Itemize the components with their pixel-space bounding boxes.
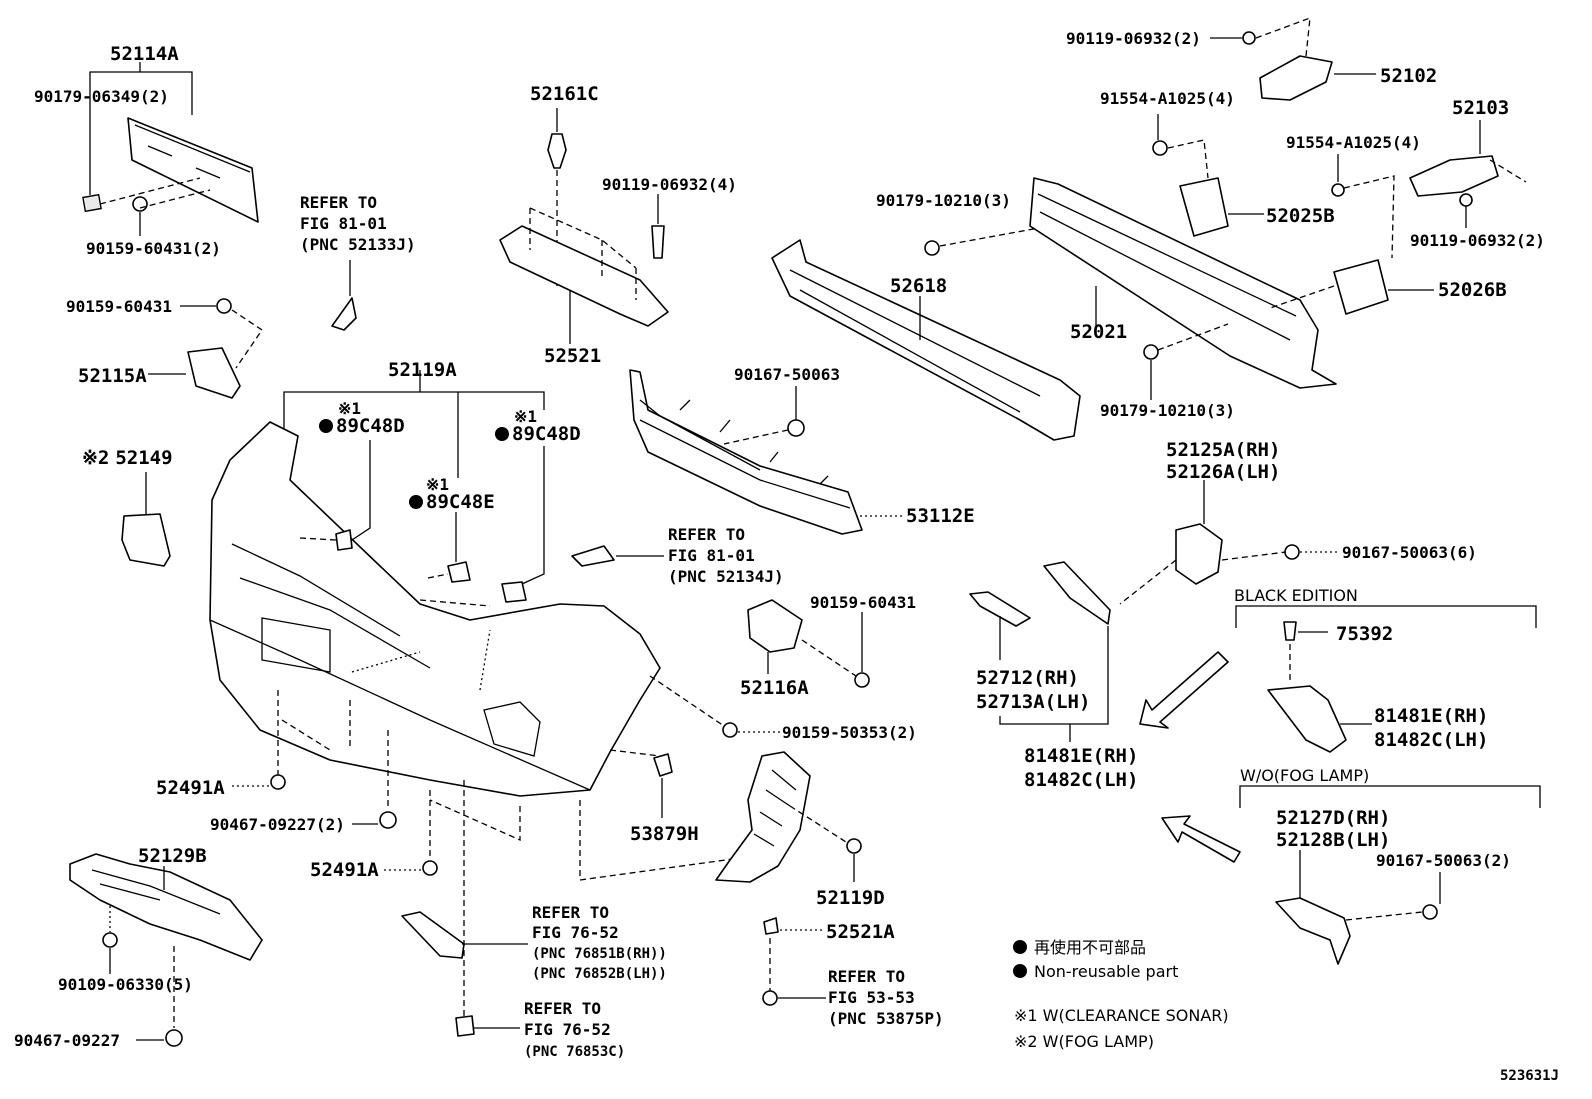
stay-52025b-drawing [1179,177,1229,237]
grille-53112e-drawing [629,369,863,535]
label-52128b: 52128B(LH) [1276,829,1390,851]
legend-bullet-en [1013,964,1027,978]
label-90119-06932-2a: 90119-06932(2) [1066,29,1201,48]
label-90109-06330: 90109-06330(5) [58,975,193,994]
label-52126a: 52126A(LH) [1166,461,1280,483]
label-90159-60431-2: 90159-60431(2) [86,239,221,258]
label-90159-50353: 90159-50353(2) [782,723,917,742]
license-bracket-drawing [82,117,259,223]
label-52491a-b: 52491A [310,859,379,881]
label-52116a: 52116A [740,677,809,699]
label-52021: 52021 [1070,321,1127,343]
label-52521a: 52521A [826,921,895,943]
label-89c48e: 89C48E [426,491,495,513]
group-wo-fog-lamp: W/O(FOG LAMP) [1240,766,1369,785]
label-90179-10210-a: 90179-10210(3) [876,191,1011,210]
label-52102: 52102 [1380,65,1437,87]
label-81481e-b: 81481E(RH) [1374,705,1488,727]
legend-note-1: ※1 W(CLEARANCE SONAR) [1014,1006,1229,1025]
label-52491a-a: 52491A [156,777,225,799]
label-90167-50063-2: 90167-50063(2) [1376,851,1511,870]
label-90159-60431-b: 90159-60431 [810,593,916,612]
label-90167-50063-6: 90167-50063(6) [1342,543,1477,562]
label-89c48d-b: 89C48D [512,423,581,445]
label-81481e-a: 81481E(RH) [1024,745,1138,767]
mark-x1-c: ※1 [514,407,537,426]
fender-liner-drawing [715,751,811,883]
reinforcement-52021-drawing [1029,177,1337,389]
label-90119-06932-2b: 90119-06932(2) [1410,231,1545,250]
label-52119a: 52119A [388,359,457,381]
label-52026b: 52026B [1438,279,1507,301]
arrow-upper [1139,651,1229,729]
label-52119d: 52119D [816,887,885,909]
undercover-52129b-drawing [69,853,263,961]
refer-76851b: REFER TO FIG 76-52 (PNC 76851B(RH)) (PNC… [532,903,677,982]
refer-52134j: REFER TO FIG 81-01 (PNC 52134J) [668,525,784,586]
label-90167-50063: 90167-50063 [734,365,840,384]
label-90179-06349: 90179-06349(2) [34,87,169,106]
label-53112e: 53112E [906,505,975,527]
legend-note-2: ※2 W(FOG LAMP) [1014,1032,1154,1051]
label-91554-a1025-a: 91554-A1025(4) [1100,89,1235,108]
legend-jp: 再使用不可部品 [1034,938,1146,957]
fog-cover-drawing [121,513,171,567]
label-52129b: 52129B [138,845,207,867]
label-89c48d-a: 89C48D [336,415,405,437]
refer-52133j: REFER TO FIG 81-01 (PNC 52133J) [300,193,416,254]
label-52713a: 52713A(LH) [976,691,1090,713]
label-90159-60431-a: 90159-60431 [66,297,172,316]
label-81482c-b: 81482C(LH) [1374,729,1488,751]
label-52712: 52712(RH) [976,667,1079,689]
bracket-52115a-drawing [187,347,241,399]
label-52115a: 52115A [78,365,147,387]
label-90179-10210-b: 90179-10210(3) [1100,401,1235,420]
stay-52026b-drawing [1333,259,1389,315]
legend-bullet-jp [1013,940,1027,954]
label-90467-09227: 90467-09227 [14,1031,120,1050]
refer-76853c: REFER TO FIG 76-52 (PNC 76853C) [524,999,625,1060]
mark-x1-b: ※1 [426,475,449,494]
legend-en: Non-reusable part [1034,962,1178,981]
label-90119-06932-4: 90119-06932(4) [602,175,737,194]
label-52025b: 52025B [1266,205,1335,227]
label-52521: 52521 [544,345,601,367]
label-52103: 52103 [1452,97,1509,119]
arrow-lower [1161,815,1241,863]
clip-52161c-drawing [547,133,567,169]
absorber-52618-drawing [771,239,1081,441]
bracket-52102-drawing [1259,55,1333,101]
bracket-52125a-drawing [1175,523,1223,585]
cover-52127d-drawing [1275,897,1351,965]
bumper-cover-drawing [209,421,661,797]
group-black-edition: BLACK EDITION [1234,586,1358,605]
label-52127d: 52127D(RH) [1276,807,1390,829]
label-52618: 52618 [890,275,947,297]
bracket-52116a-drawing [747,599,803,653]
label-52161c: 52161C [530,83,599,105]
label-75392: 75392 [1336,623,1393,645]
bracket-52103-drawing [1409,155,1499,197]
label-52125a: 52125A(RH) [1166,439,1280,461]
label-81482c-a: 81482C(LH) [1024,769,1138,791]
cover-81481e-drawing [1267,685,1347,753]
label-91554-a1025-b: 91554-A1025(4) [1286,133,1421,152]
diagram-id: 523631J [1500,1068,1559,1084]
label-90467-09227-2: 90467-09227(2) [210,815,345,834]
mark-x1-a: ※1 [338,399,361,418]
label-53879h: 53879H [630,823,699,845]
absorber-52521-drawing [499,225,669,327]
label-52114a: 52114A [110,43,179,65]
refer-53875p: REFER TO FIG 53-53 (PNC 53875P) [828,967,944,1028]
